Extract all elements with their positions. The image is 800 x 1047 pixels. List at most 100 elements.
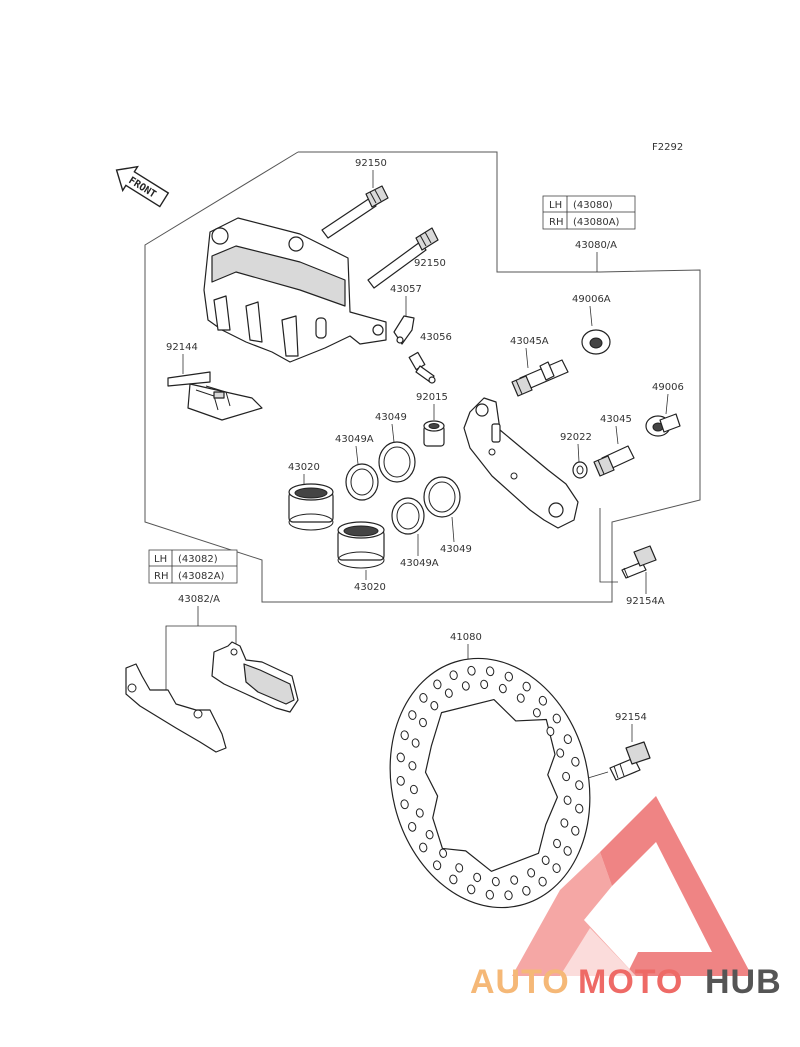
- disc-hole: [556, 748, 565, 758]
- disc-hole: [516, 693, 525, 703]
- disc-hole: [552, 863, 561, 873]
- caliper-bolt-lower: [367, 227, 439, 289]
- pads-table-code-2: (43082A): [178, 571, 225, 582]
- label-piston-left: 43020: [288, 462, 320, 473]
- watermark-logo-mark: [600, 796, 752, 976]
- bleeder-valve: [408, 351, 436, 384]
- disc-hole: [504, 671, 513, 682]
- watermark-text-moto: MOTO: [578, 963, 683, 1001]
- slide-pin: [593, 445, 635, 477]
- bracket-variant-table: LH (43080) RH (43080A): [542, 195, 636, 230]
- brake-pad-left: [125, 663, 227, 753]
- disc-hole: [485, 889, 494, 900]
- disc-hole: [560, 818, 569, 828]
- front-arrow-icon: FRONT: [115, 165, 170, 208]
- label-bracket-assy: 43080/A: [575, 240, 617, 251]
- disc-hole: [486, 666, 495, 677]
- disc-hole: [527, 868, 536, 878]
- label-seal-lower: 43049: [440, 544, 472, 555]
- disc-hole: [522, 681, 531, 692]
- pads-table-side-2: RH: [154, 571, 168, 582]
- disc-hole: [419, 717, 427, 728]
- label-washer-a: 49006A: [572, 294, 611, 305]
- disc-hole: [449, 670, 458, 681]
- disc-hole: [562, 771, 571, 782]
- seal-a-lower: [391, 497, 425, 535]
- bracket-table-side-2: RH: [549, 217, 563, 228]
- disc-hole: [425, 829, 434, 840]
- watermark-text-hub: HUB: [705, 963, 782, 1001]
- label-washer-small: 92022: [560, 432, 592, 443]
- watermark-logo: [512, 796, 752, 976]
- pads-table-code-1: (43082): [178, 554, 218, 565]
- label-seal-upper: 43049: [375, 412, 407, 423]
- disc-hole: [400, 799, 409, 810]
- caliper-bracket: [463, 397, 579, 529]
- bracket-table-side-1: LH: [549, 200, 562, 211]
- disc-hole: [432, 860, 442, 871]
- washer-a: [581, 329, 611, 355]
- washer-small: [572, 461, 588, 479]
- disc-hole: [411, 738, 420, 748]
- disc-hole: [571, 825, 580, 836]
- disc-hole: [433, 679, 442, 690]
- pads-table-side-1: LH: [154, 554, 167, 565]
- piston-upper: [288, 483, 334, 531]
- disc-hole: [396, 775, 405, 786]
- disc-hole: [575, 803, 584, 814]
- piston-lower: [337, 521, 385, 569]
- disc-hole: [504, 890, 513, 901]
- disc-hole: [467, 665, 476, 676]
- disc-hole: [409, 784, 418, 795]
- disc-hole: [541, 855, 550, 865]
- label-disc: 41080: [450, 632, 482, 643]
- disc-hole: [408, 710, 417, 720]
- disc-hole: [571, 756, 580, 767]
- pad-spring: [167, 371, 263, 421]
- caliper-body: [203, 217, 387, 363]
- label-pads-assy: 43082/A: [178, 594, 220, 605]
- label-pad-spring: 92144: [166, 342, 198, 353]
- bleeder-plate: [393, 315, 415, 345]
- disc-hole: [522, 885, 531, 896]
- disc-bolt: [609, 741, 651, 781]
- disc-hole: [498, 683, 507, 694]
- disc-hole: [396, 752, 405, 763]
- disc-hole: [415, 808, 424, 818]
- disc-hole: [467, 884, 476, 895]
- disc-hole: [408, 821, 417, 832]
- seal-a-upper: [345, 463, 379, 501]
- disc-hole: [400, 730, 409, 741]
- disc-hole: [473, 872, 482, 883]
- label-pin-a: 43045A: [510, 336, 549, 347]
- seal-upper: [378, 441, 416, 483]
- label-bolt-top: 92150: [355, 158, 387, 169]
- disc-hole: [419, 693, 428, 703]
- bracket-bolt: [621, 545, 657, 579]
- disc-hole: [563, 734, 572, 745]
- disc-hole: [430, 701, 439, 711]
- disc-hole: [553, 838, 561, 849]
- watermark-text-auto: AUTO: [470, 963, 570, 1001]
- disc-hole: [491, 876, 500, 887]
- label-bleeder-valve: 43056: [420, 332, 452, 343]
- caliper-group-frame: [144, 151, 701, 603]
- disc-hole: [546, 726, 555, 737]
- label-bolt-mid: 92150: [414, 258, 446, 269]
- disc-hole: [455, 863, 464, 873]
- boot: [423, 420, 445, 447]
- disc-hole: [408, 761, 417, 771]
- figure-code: F2292: [652, 142, 683, 153]
- disc-hole: [532, 708, 541, 718]
- disc-hole: [439, 848, 448, 858]
- label-piston-lower: 43020: [354, 582, 386, 593]
- label-washer: 49006: [652, 382, 684, 393]
- disc-hole: [575, 780, 584, 791]
- bracket-table-code-2: (43080A): [573, 217, 620, 228]
- caliper-bolt-upper: [321, 185, 389, 239]
- disc-hole: [510, 875, 519, 885]
- label-pin: 43045: [600, 414, 632, 425]
- label-bleeder-plate: 43057: [390, 284, 422, 295]
- seal-lower: [423, 476, 461, 518]
